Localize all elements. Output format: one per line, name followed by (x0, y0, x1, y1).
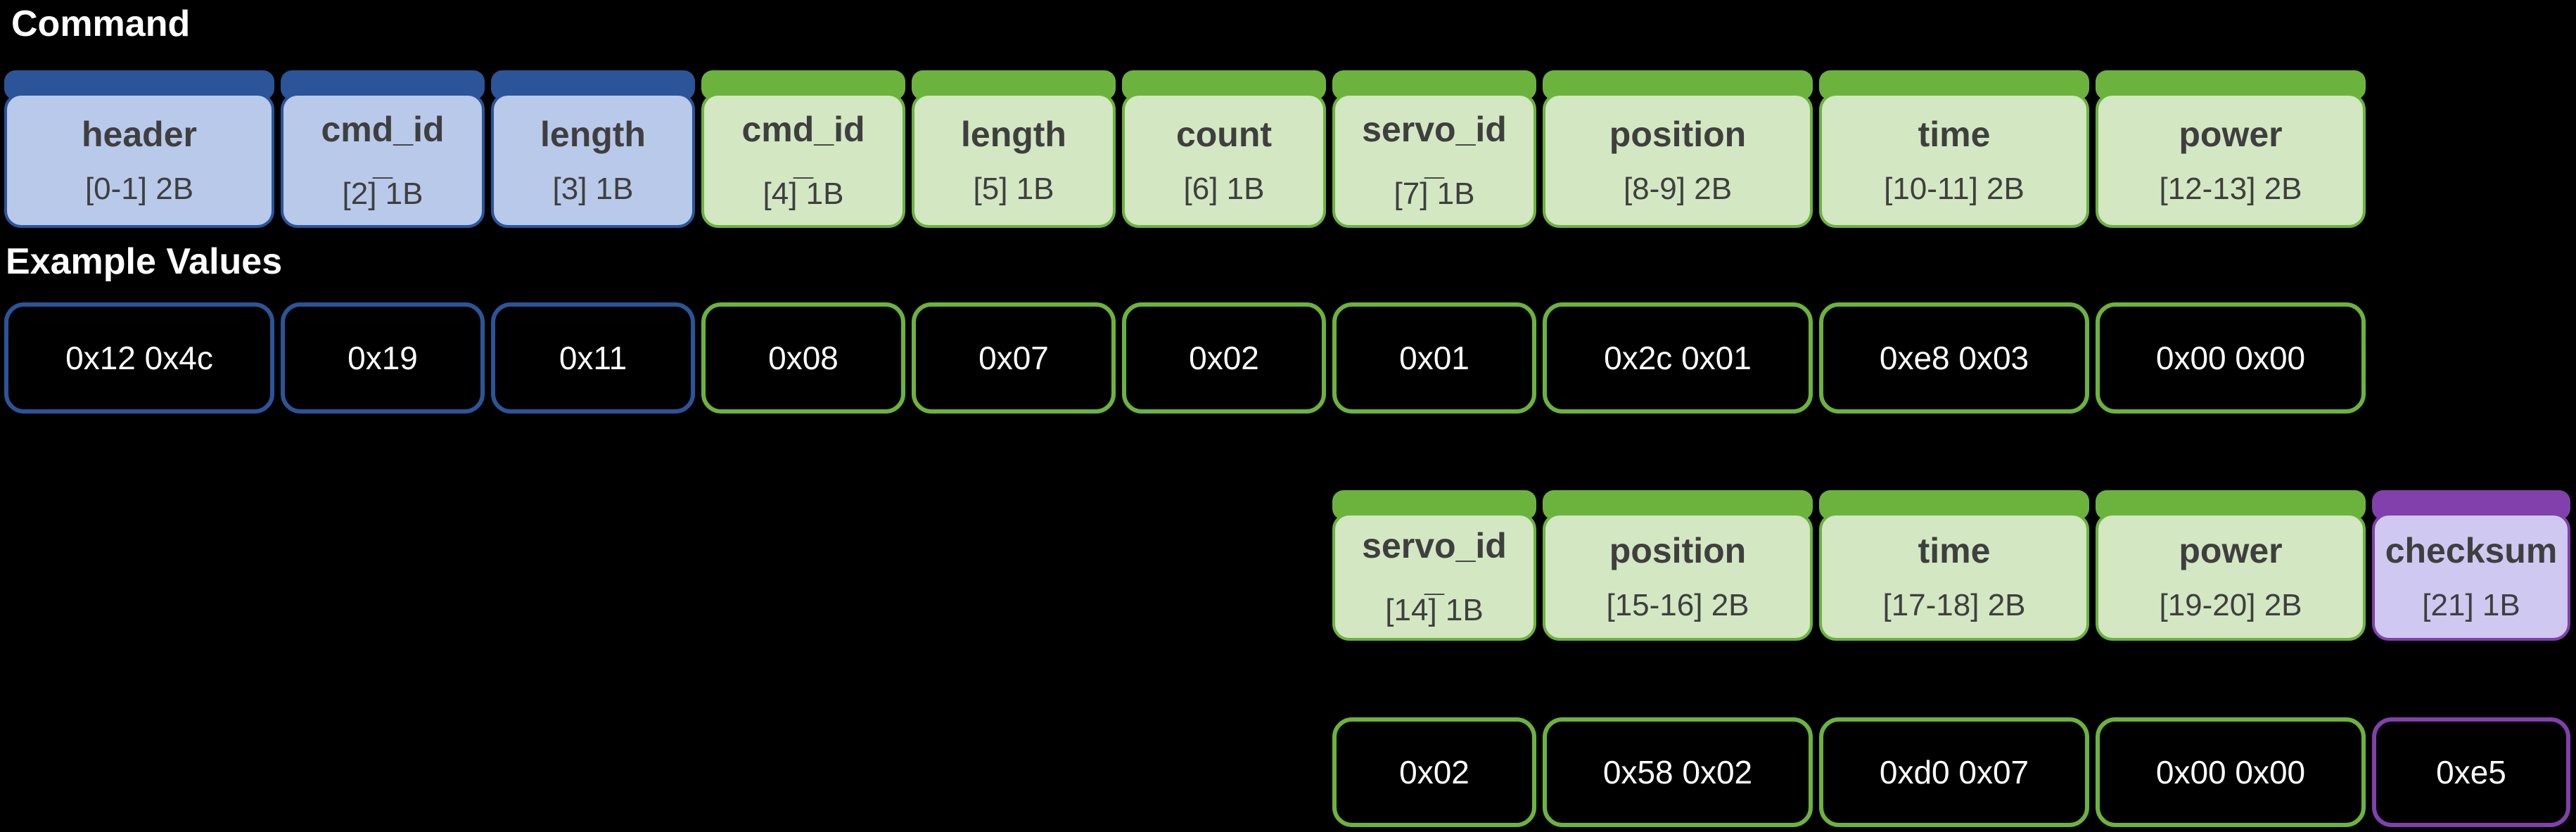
field-servo_id: servo_id_[7] 1B (1332, 70, 1536, 228)
field-label: cmd_id (321, 110, 445, 149)
field-box-cmd_id: cmd_id_[4] 1B (701, 93, 905, 228)
field-length: length [3] 1B (491, 70, 695, 228)
field-box-time: time [10-11] 2B (1819, 93, 2089, 228)
field-label: length (961, 115, 1066, 154)
field-byte-range: [3] 1B (552, 172, 634, 206)
field-header: header [0-1] 2B (4, 70, 274, 228)
field-label: servo_id (1362, 526, 1507, 565)
field-label: length (540, 115, 646, 154)
field-servo_id: servo_id_[14] 1B (1332, 490, 1536, 641)
field-label-overflow: _ (1424, 559, 1444, 599)
value-length: 0x07 (912, 302, 1116, 414)
field-label: header (82, 115, 197, 154)
command-section-title: Command (11, 4, 191, 44)
field-box-power: power [19-20] 2B (2096, 513, 2366, 641)
field-box-length: length [5] 1B (912, 93, 1116, 228)
field-label-overflow: _ (793, 143, 813, 182)
packet-fields-row-2: servo_id_[14] 1B position [15-16] 2B time [1… (1332, 490, 2570, 641)
field-count: count [6] 1B (1122, 70, 1326, 228)
field-time: time [17-18] 2B (1819, 490, 2089, 641)
field-position: position [15-16] 2B (1543, 490, 1813, 641)
value-power: 0x00 0x00 (2096, 302, 2366, 414)
field-byte-range: [8-9] 2B (1623, 172, 1733, 206)
field-checksum: checksum [21] 1B (2372, 490, 2570, 641)
field-box-power: power [12-13] 2B (2096, 93, 2366, 228)
field-byte-range: [4] 1B (763, 177, 844, 211)
value-time: 0xd0 0x07 (1819, 717, 2089, 827)
value-position: 0x58 0x02 (1543, 717, 1813, 827)
field-label: position (1609, 115, 1747, 154)
field-byte-range: [7] 1B (1394, 177, 1475, 211)
field-box-position: position [15-16] 2B (1543, 513, 1813, 641)
field-position: position [8-9] 2B (1543, 70, 1813, 228)
field-byte-range: [19-20] 2B (2159, 588, 2302, 622)
value-header: 0x12 0x4c (4, 302, 274, 414)
field-box-length: length [3] 1B (491, 93, 695, 228)
field-byte-range: [10-11] 2B (1884, 172, 2025, 206)
field-time: time [10-11] 2B (1819, 70, 2089, 228)
field-box-count: count [6] 1B (1122, 93, 1326, 228)
value-servo_id: 0x02 (1332, 717, 1536, 827)
field-box-position: position [8-9] 2B (1543, 93, 1813, 228)
field-box-time: time [17-18] 2B (1819, 513, 2089, 641)
field-cmd_id: cmd_id_[2] 1B (281, 70, 485, 228)
field-label: power (2179, 115, 2283, 154)
field-length: length [5] 1B (912, 70, 1116, 228)
field-byte-range: [0-1] 2B (84, 172, 194, 206)
field-label: time (1918, 531, 1991, 570)
value-power: 0x00 0x00 (2096, 717, 2366, 827)
value-time: 0xe8 0x03 (1819, 302, 2089, 414)
field-power: power [12-13] 2B (2096, 70, 2366, 228)
field-label: checksum (2385, 531, 2558, 570)
value-servo_id: 0x01 (1332, 302, 1536, 414)
field-power: power [19-20] 2B (2096, 490, 2366, 641)
field-box-servo_id: servo_id_[14] 1B (1332, 513, 1536, 641)
field-byte-range: [14] 1B (1385, 593, 1484, 627)
value-cmd_id: 0x08 (701, 302, 905, 414)
example-values-title: Example Values (6, 241, 283, 282)
field-label: servo_id (1362, 110, 1507, 149)
field-cmd_id: cmd_id_[4] 1B (701, 70, 905, 228)
field-label-overflow: _ (1424, 143, 1444, 182)
field-label: cmd_id (741, 110, 865, 149)
value-count: 0x02 (1122, 302, 1326, 414)
value-position: 0x2c 0x01 (1543, 302, 1813, 414)
field-byte-range: [12-13] 2B (2159, 172, 2302, 206)
field-label: position (1609, 531, 1747, 570)
field-byte-range: [21] 1B (2422, 588, 2520, 622)
field-box-servo_id: servo_id_[7] 1B (1332, 93, 1536, 228)
value-checksum: 0xe5 (2372, 717, 2570, 827)
field-label: power (2179, 531, 2283, 570)
value-cmd_id: 0x19 (281, 302, 485, 414)
field-byte-range: [6] 1B (1183, 172, 1265, 206)
field-byte-range: [17-18] 2B (1882, 588, 2026, 622)
field-label-overflow: _ (373, 143, 393, 182)
field-byte-range: [15-16] 2B (1606, 588, 1749, 622)
field-label: time (1918, 115, 1991, 154)
field-byte-range: [5] 1B (973, 172, 1054, 206)
field-box-cmd_id: cmd_id_[2] 1B (281, 93, 485, 228)
value-length: 0x11 (491, 302, 695, 414)
field-byte-range: [2] 1B (342, 177, 423, 211)
field-label: count (1175, 115, 1273, 154)
field-box-header: header [0-1] 2B (4, 93, 274, 228)
field-box-checksum: checksum [21] 1B (2372, 513, 2570, 641)
